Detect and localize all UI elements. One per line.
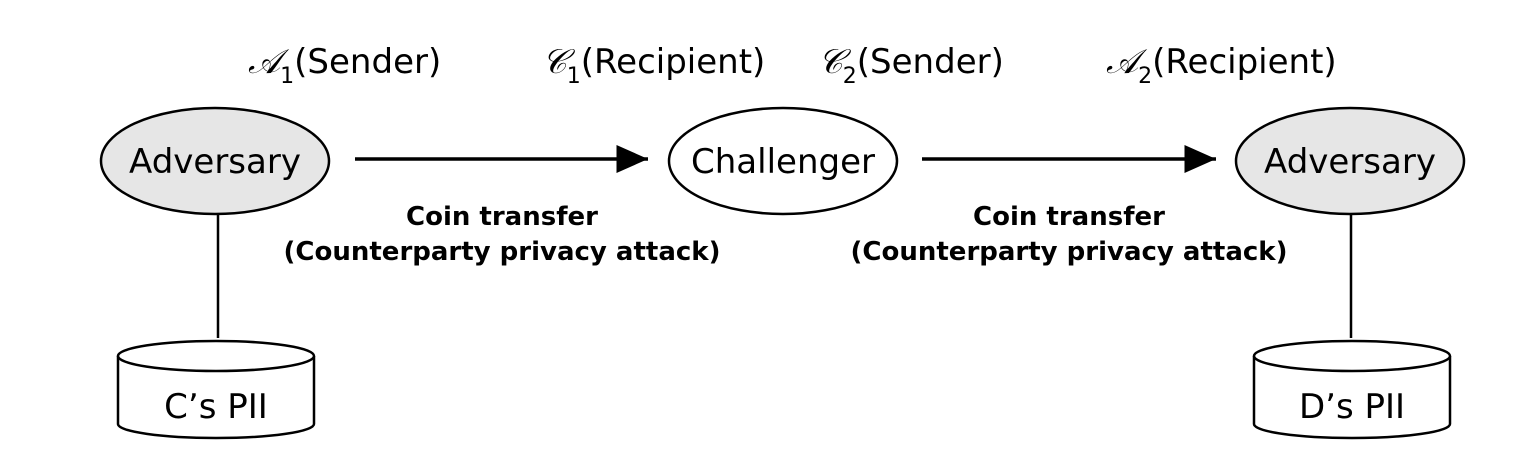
database-right: D’s PII <box>1252 339 1452 440</box>
database-right-label: D’s PII <box>1299 387 1405 427</box>
node-center-label: Challenger <box>691 142 875 182</box>
role-c1-text: (Recipient) <box>581 42 766 82</box>
node-center-ellipse <box>667 106 899 216</box>
role-label-c1: 𝒞1(Recipient) <box>542 42 765 89</box>
database-right-top <box>1252 339 1452 373</box>
role-label-c2: 𝒞2(Sender) <box>818 42 1004 89</box>
node-left-label: Adversary <box>129 142 301 182</box>
role-a2-text: (Recipient) <box>1152 42 1337 82</box>
role-label-a1: 𝒜1(Sender) <box>248 42 441 89</box>
node-right-adversary: Adversary <box>1234 106 1466 216</box>
node-challenger: Challenger <box>667 106 899 216</box>
database-left: C’s PII <box>116 339 316 440</box>
role-c2-text: (Sender) <box>857 42 1004 82</box>
database-left-label: C’s PII <box>164 387 268 427</box>
database-left-top <box>116 339 316 373</box>
edge-right-label-line2: (Counterparty privacy attack) <box>851 237 1288 267</box>
node-right-ellipse <box>1234 106 1466 216</box>
role-a2-subscript: 2 <box>1138 64 1152 89</box>
role-a1-subscript: 1 <box>280 64 294 89</box>
node-right-label: Adversary <box>1264 142 1436 182</box>
role-a1-text: (Sender) <box>294 42 441 82</box>
role-label-a2: 𝒜2(Recipient) <box>1106 42 1337 89</box>
role-c2-subscript: 2 <box>843 64 857 89</box>
node-left-adversary: Adversary <box>99 106 331 216</box>
node-left-ellipse <box>99 106 331 216</box>
edge-right-label-line1: Coin transfer <box>973 202 1165 232</box>
edge-left-label-line2: (Counterparty privacy attack) <box>284 237 721 267</box>
edge-left-label-line1: Coin transfer <box>406 202 598 232</box>
role-c1-subscript: 1 <box>567 64 581 89</box>
database-right-body <box>1252 356 1452 440</box>
database-left-body <box>116 356 316 440</box>
